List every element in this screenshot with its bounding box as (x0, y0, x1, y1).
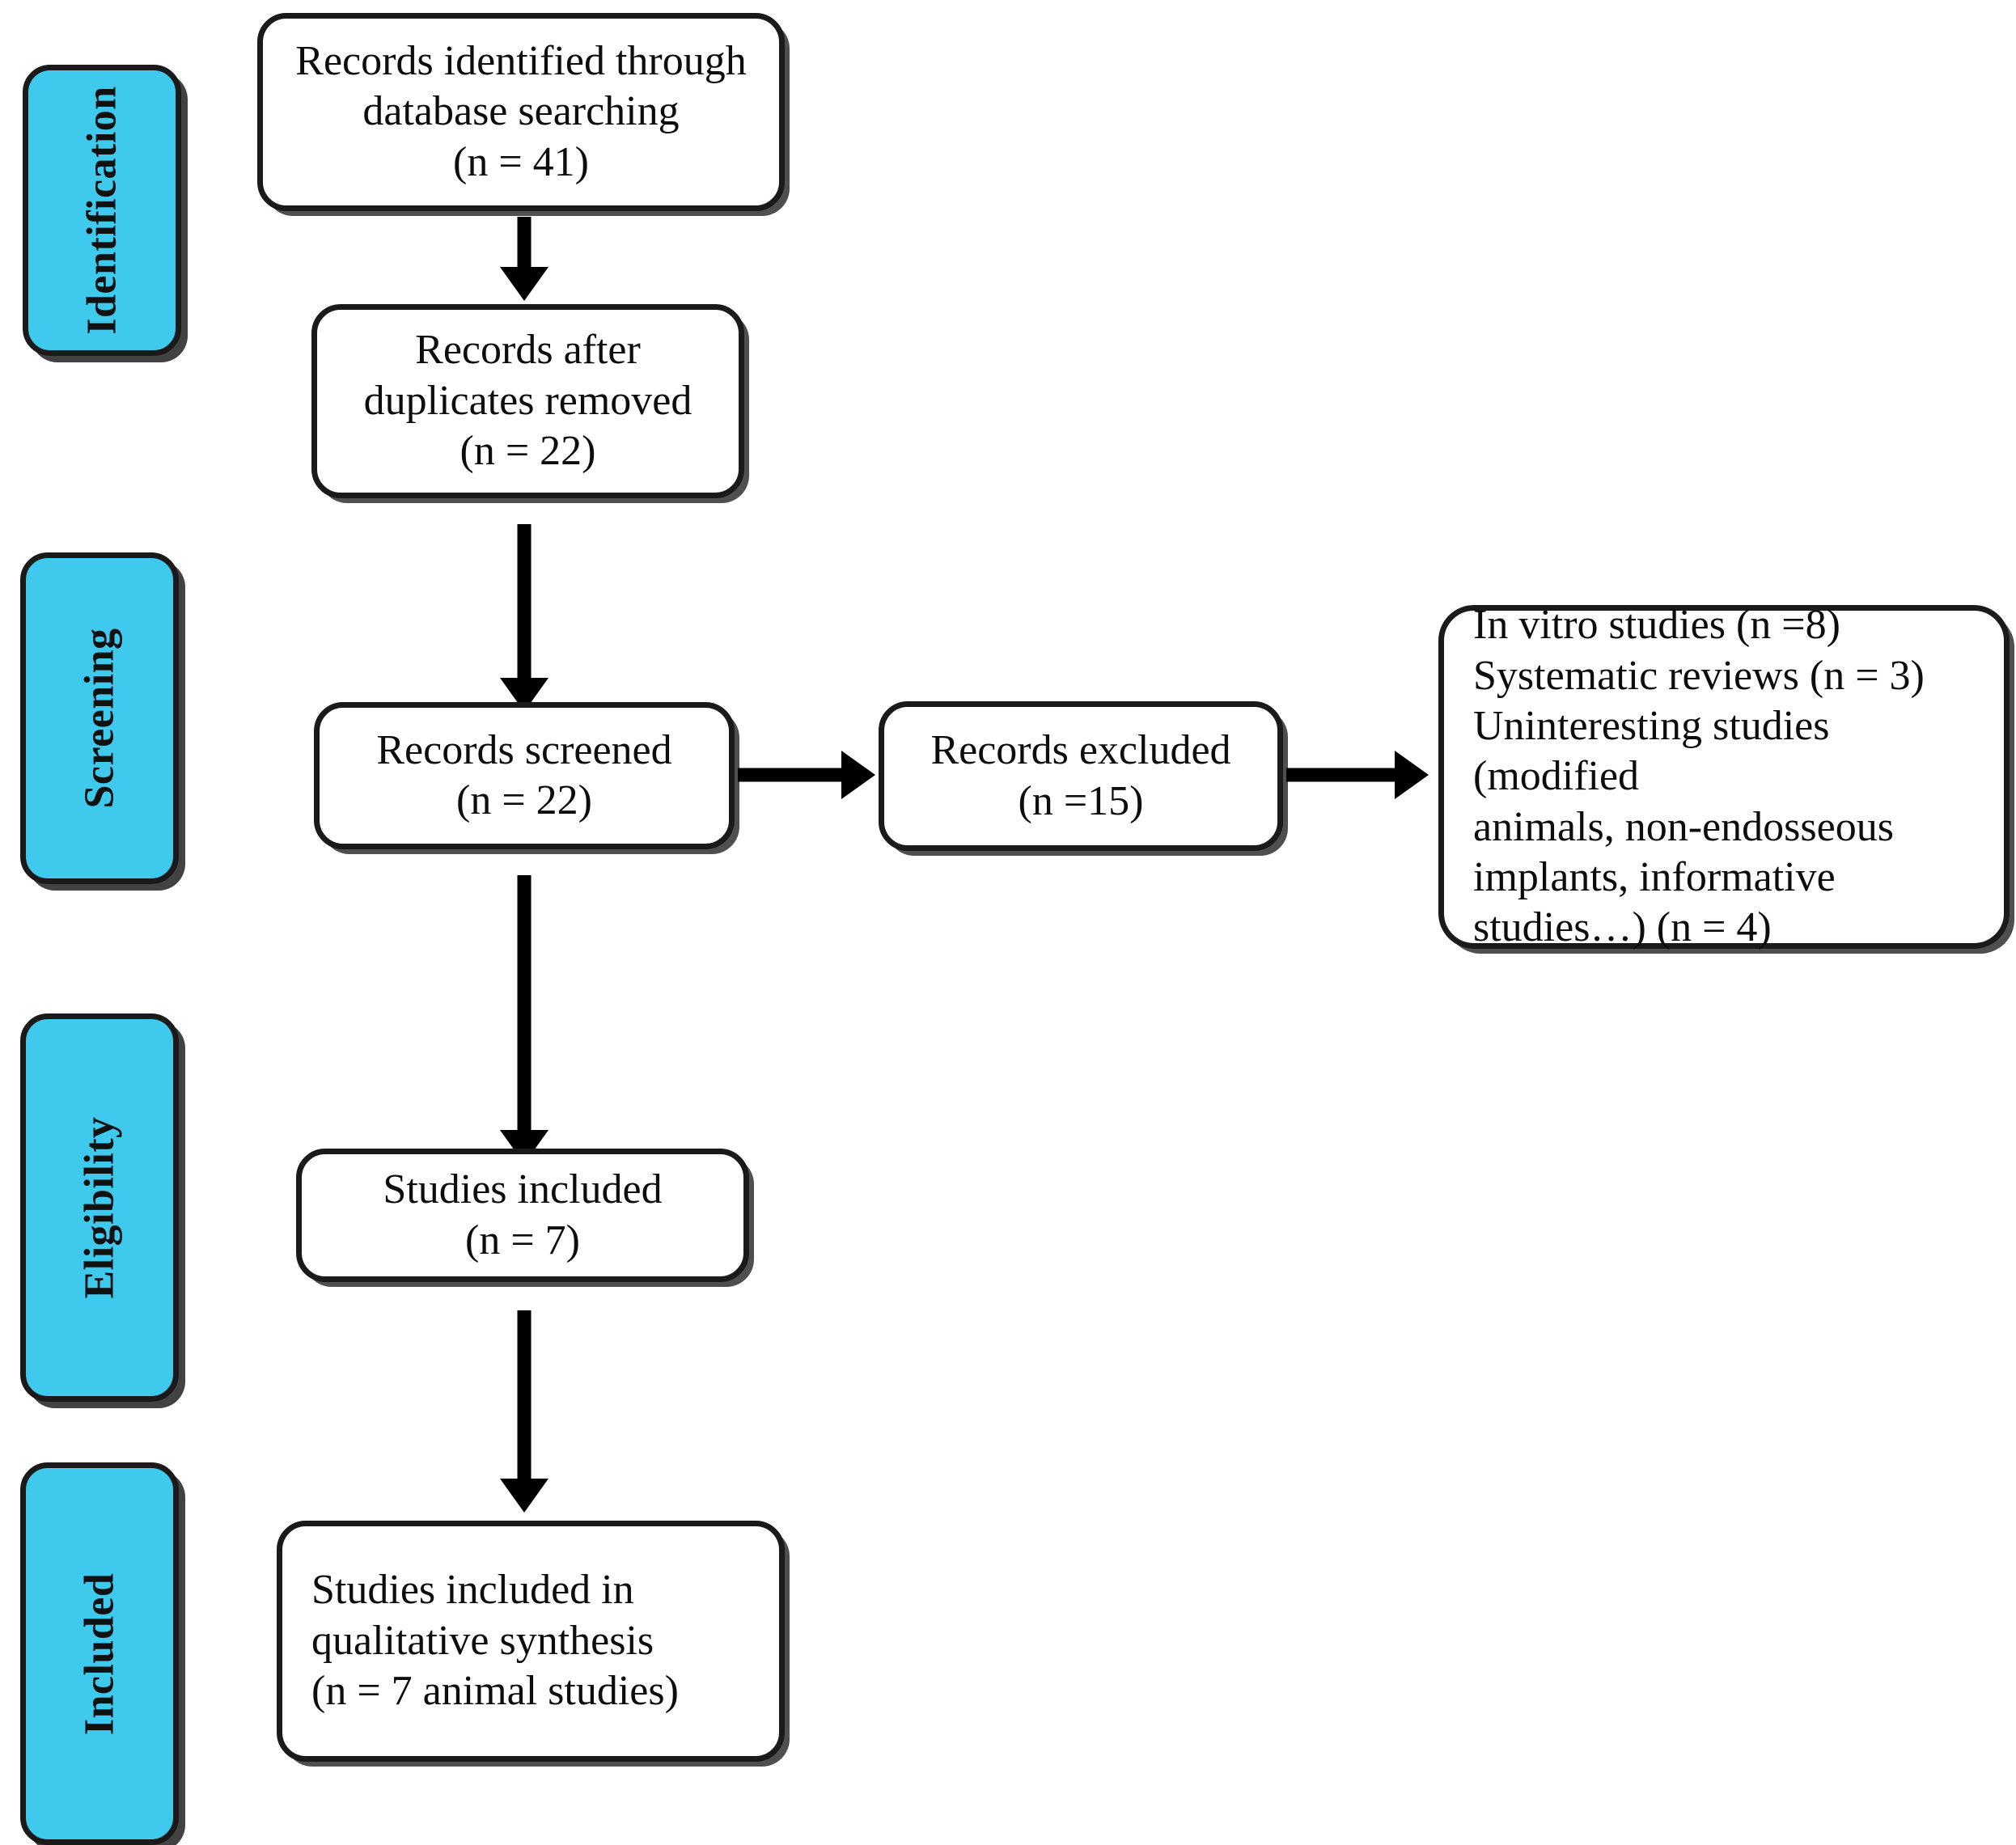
arrow-duplicates-to-screened (492, 524, 557, 712)
arrow-shaft (1286, 768, 1398, 782)
box-records-excluded-text: Records excluded (n =15) (930, 727, 1231, 824)
box-studies-included-text: Studies included (n = 7) (383, 1166, 663, 1263)
arrow-shaft (517, 217, 532, 269)
arrow-shaft (517, 1310, 532, 1480)
box-exclusion-reasons-text: In vitro studies (n =8) Systematic revie… (1473, 602, 1925, 951)
arrow-identified-to-duplicates (492, 217, 557, 301)
box-records-excluded: Records excluded (n =15) (879, 701, 1283, 851)
arrow-head (1395, 751, 1429, 799)
arrow-screened-to-studies-included (492, 875, 557, 1164)
arrow-excluded-to-reasons (1286, 751, 1429, 799)
arrow-shaft (517, 524, 532, 679)
arrow-studies-included-to-qualitative (492, 1310, 557, 1513)
box-records-identified: Records identified through database sear… (257, 13, 785, 211)
arrow-head (500, 1479, 548, 1513)
arrow-shaft (517, 875, 532, 1132)
box-records-after-duplicates-text: Records after duplicates removed (n = 22… (363, 327, 692, 475)
stage-tab-included-label: Included (76, 1572, 123, 1735)
arrow-head (841, 751, 875, 799)
stage-tab-identification-label: Identification (78, 86, 125, 335)
stage-tab-eligibility-label: Eligibility (76, 1116, 123, 1299)
box-records-identified-text: Records identified through database sear… (295, 37, 747, 185)
box-records-screened-text: Records screened (n = 22) (376, 726, 672, 823)
box-studies-included-qualitative: Studies included in qualitative synthesi… (277, 1521, 785, 1762)
arrow-screened-to-excluded (738, 751, 875, 799)
arrow-head (500, 267, 548, 301)
stage-tab-eligibility: Eligibility (20, 1013, 179, 1402)
arrow-shaft (738, 768, 845, 782)
box-exclusion-reasons: In vitro studies (n =8) Systematic revie… (1438, 602, 2010, 950)
box-studies-included: Studies included (n = 7) (296, 1149, 749, 1282)
box-studies-included-qualitative-text: Studies included in qualitative synthesi… (311, 1567, 679, 1715)
stage-tab-screening-label: Screening (76, 628, 123, 809)
stage-tab-screening: Screening (20, 552, 179, 884)
box-records-after-duplicates: Records after duplicates removed (n = 22… (311, 304, 744, 498)
box-records-screened: Records screened (n = 22) (314, 702, 735, 849)
stage-tab-identification: Identification (23, 65, 181, 356)
stage-tab-included: Included (20, 1462, 179, 1845)
